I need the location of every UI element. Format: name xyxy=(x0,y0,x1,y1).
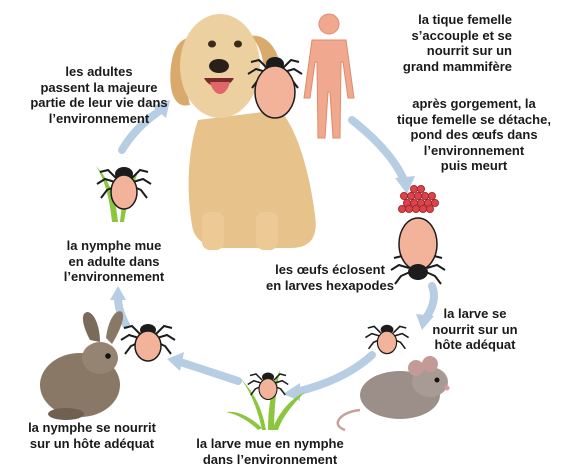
label-female-detaches: après gorgement, la tique femelle se dét… xyxy=(390,96,558,174)
arrow-larva-to-molt xyxy=(296,355,372,392)
arrowhead-nymph xyxy=(167,352,184,371)
human-icon xyxy=(304,14,354,138)
arrowhead-adult xyxy=(110,286,126,300)
label-adults-live: les adultes passent la majeure partie de… xyxy=(4,64,194,126)
dog-icon xyxy=(170,14,315,250)
label-nymph-molts: la nymphe mue en adulte dans l’environne… xyxy=(48,238,180,285)
nymph-tick-icon xyxy=(121,324,175,361)
larva-tick-icon xyxy=(365,325,408,354)
arrow-molt-to-nymph xyxy=(180,362,238,381)
label-nymph-feeds: la nymphe se nourrit sur un hôte adéquat xyxy=(12,420,172,451)
label-eggs-hatch: les œufs éclosent en larves hexapodes xyxy=(255,262,405,293)
label-female-attaches: la tique femelle s’accouple et se nourri… xyxy=(403,12,512,74)
molting-tick-icon xyxy=(248,373,289,400)
label-larva-molts: la larve mue en nymphe dans l’environnem… xyxy=(180,436,360,467)
label-larva-feeds: la larve se nourrit sur un hôte adéquat xyxy=(420,306,530,353)
adult-tick-icon xyxy=(97,167,151,209)
rabbit-icon xyxy=(40,311,123,420)
